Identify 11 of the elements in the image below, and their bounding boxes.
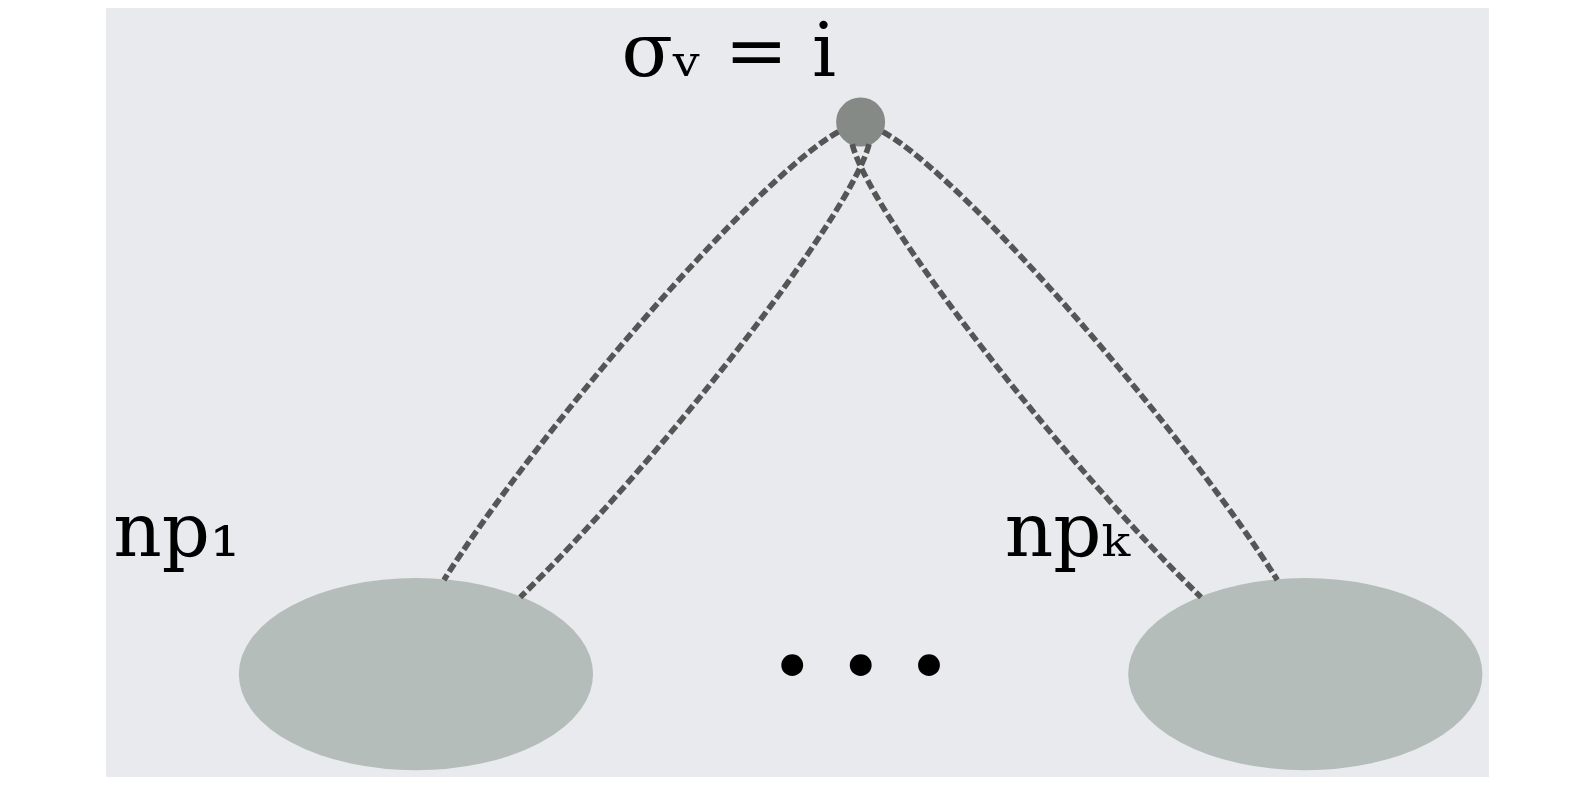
node-circle — [835, 97, 885, 147]
node-label: npₖ — [1004, 486, 1129, 575]
node-label: np₁ — [112, 486, 240, 575]
node-ellipse — [238, 578, 593, 771]
node-ellipse — [1127, 578, 1482, 771]
connector — [880, 129, 1280, 582]
connector — [517, 143, 872, 600]
connector — [849, 143, 1203, 600]
node-label: σᵥ = i — [620, 5, 836, 94]
connector — [441, 129, 840, 582]
label: • • • — [769, 623, 951, 712]
